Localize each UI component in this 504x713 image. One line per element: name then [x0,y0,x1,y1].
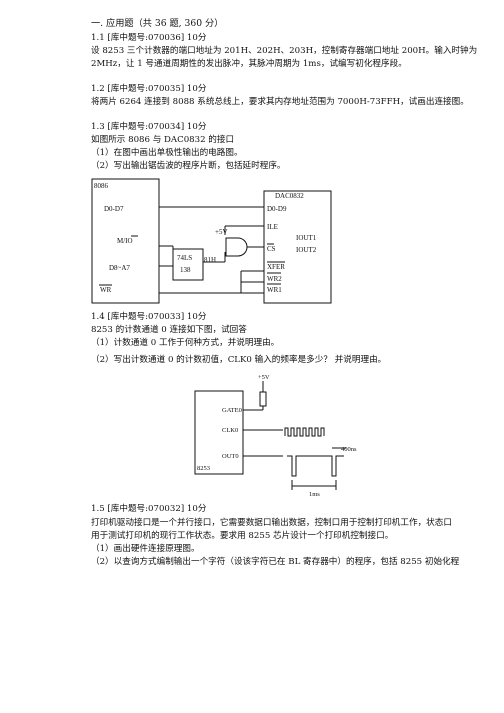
label-out0: OUT0 [222,453,239,460]
question-header-1-4: 1.4 [库中题号:070033] 10分 [91,312,207,322]
label-wr: WR [100,286,112,294]
label-dac0832: DAC0832 [275,192,304,200]
label-d0-d9: D0-D9 [267,205,287,213]
question-text-line: 2MHz，让 1 号通道周期性的发出脉冲，其脉冲周期为 1ms，试编写初化程序段… [91,59,407,69]
question-text-line: （2）写出输出锯齿波的程序片断，包括延时程序。 [91,161,286,171]
decoder-74ls138-box [172,248,204,281]
label-d8-a7: D8~A7 [109,264,130,272]
output-waveform [287,455,344,477]
label-d0-d7: D0-D7 [104,205,124,213]
label-81h: 81H [204,256,216,264]
question-text-line: （1）在图中画出单极性输出的电路图。 [91,148,243,158]
question-header-1-5: 1.5 [库中题号:070032] 10分 [91,504,207,514]
label-138: 138 [180,266,191,274]
label-clk0: CLK0 [222,427,238,434]
label-m-io: M/IO [117,237,133,245]
and-gate [225,237,248,257]
label-8253: 8253 [197,465,210,472]
section-title: 一. 应用题（共 36 题, 360 分） [91,18,224,29]
question-text-line: 用于测试打印机的现行工作状态。要求用 8255 芯片设计一个打印机控制接口。 [91,531,394,541]
question-text-line: （2）以查询方式编制输出一个字符（设该字符已在 BL 寄存器中）的程序，包括 8… [91,557,460,567]
question-text-line: 打印机驱动接口是一个并行接口，它需要数据口输出数据，控制口用于控制打印机工作，状… [91,518,452,528]
label-cs: CS [267,245,276,253]
label-8086: 8086 [94,182,109,190]
question-text-line: 将两片 6264 连接到 8088 系统总线上，要求其内存地址范围为 7000H… [91,97,469,107]
label-iout1: IOUT1 [296,234,317,242]
question-header-1-2: 1.2 [库中题号:070035] 10分 [91,84,207,94]
question-text-line: （2）写出计数通道 0 的计数初值，CLK0 输入的频率是多少？ 并说明理由。 [91,355,387,365]
chip-8086-box [91,178,160,304]
clock-waveform [284,427,325,437]
label-1ms: 1ms [309,491,320,498]
question-text-line: （1）计数通道 0 工作于何种方式，并说明理由。 [91,338,280,348]
label-ile: ILE [267,223,278,231]
label-plus5v: +5V [215,228,228,236]
chip-8253-box [194,390,244,475]
label-iout2: IOUT2 [296,246,317,254]
label-wr1: WR1 [267,286,282,294]
question-text-line: 设 8253 三个计数器的端口地址为 201H、202H、203H，控制寄存器端… [91,46,478,56]
pullup-resistor [259,391,267,407]
label-xfer: XFER [267,263,285,271]
question-header-1-1: 1.1 [库中题号:070036] 10分 [91,33,207,43]
label-plus5v-2: +5V [258,374,270,381]
label-400ns: 400ns [341,446,357,453]
question-header-1-3: 1.3 [库中题号:070034] 10分 [91,122,207,132]
question-text-line: 如图所示 8086 与 DAC0832 的接口 [91,135,235,145]
question-text-line: （1）画出硬件连接原理图。 [91,544,200,554]
label-wr2: WR2 [267,275,282,283]
label-gate0: GATE0 [222,407,242,414]
label-74ls: 74LS [177,254,192,262]
question-text-line: 8253 的计数通道 0 连接如下图，试回答 [91,325,247,335]
